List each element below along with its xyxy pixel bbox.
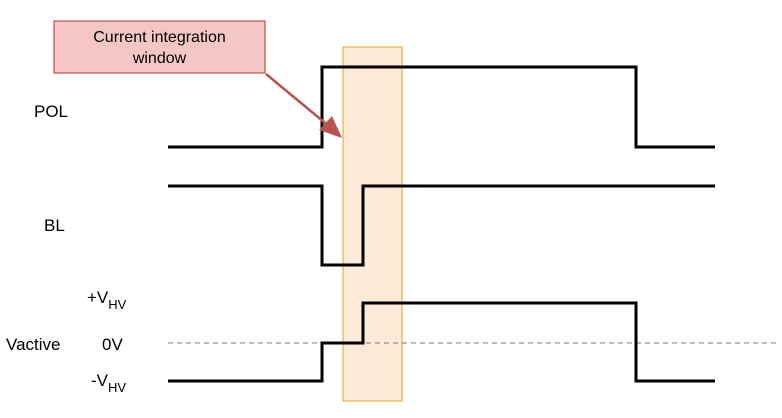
callout-line-2: window <box>132 50 187 67</box>
callout-arrow <box>265 73 331 128</box>
integration-window <box>342 46 403 402</box>
vactive-waveform <box>168 301 715 383</box>
minus-vhv-label: -VHV <box>91 371 126 395</box>
callout-box <box>53 20 266 74</box>
bl-label: BL <box>44 216 65 235</box>
callout-arrowhead <box>319 116 342 138</box>
zero-volt-label: 0V <box>102 335 123 354</box>
pol-label: POL <box>34 102 68 121</box>
pol-waveform <box>168 65 715 149</box>
bl-waveform <box>168 184 715 267</box>
plus-vhv-label: +VHV <box>87 288 127 312</box>
vactive-label: Vactive <box>6 335 61 354</box>
callout-line-1: Current integration <box>93 29 226 46</box>
